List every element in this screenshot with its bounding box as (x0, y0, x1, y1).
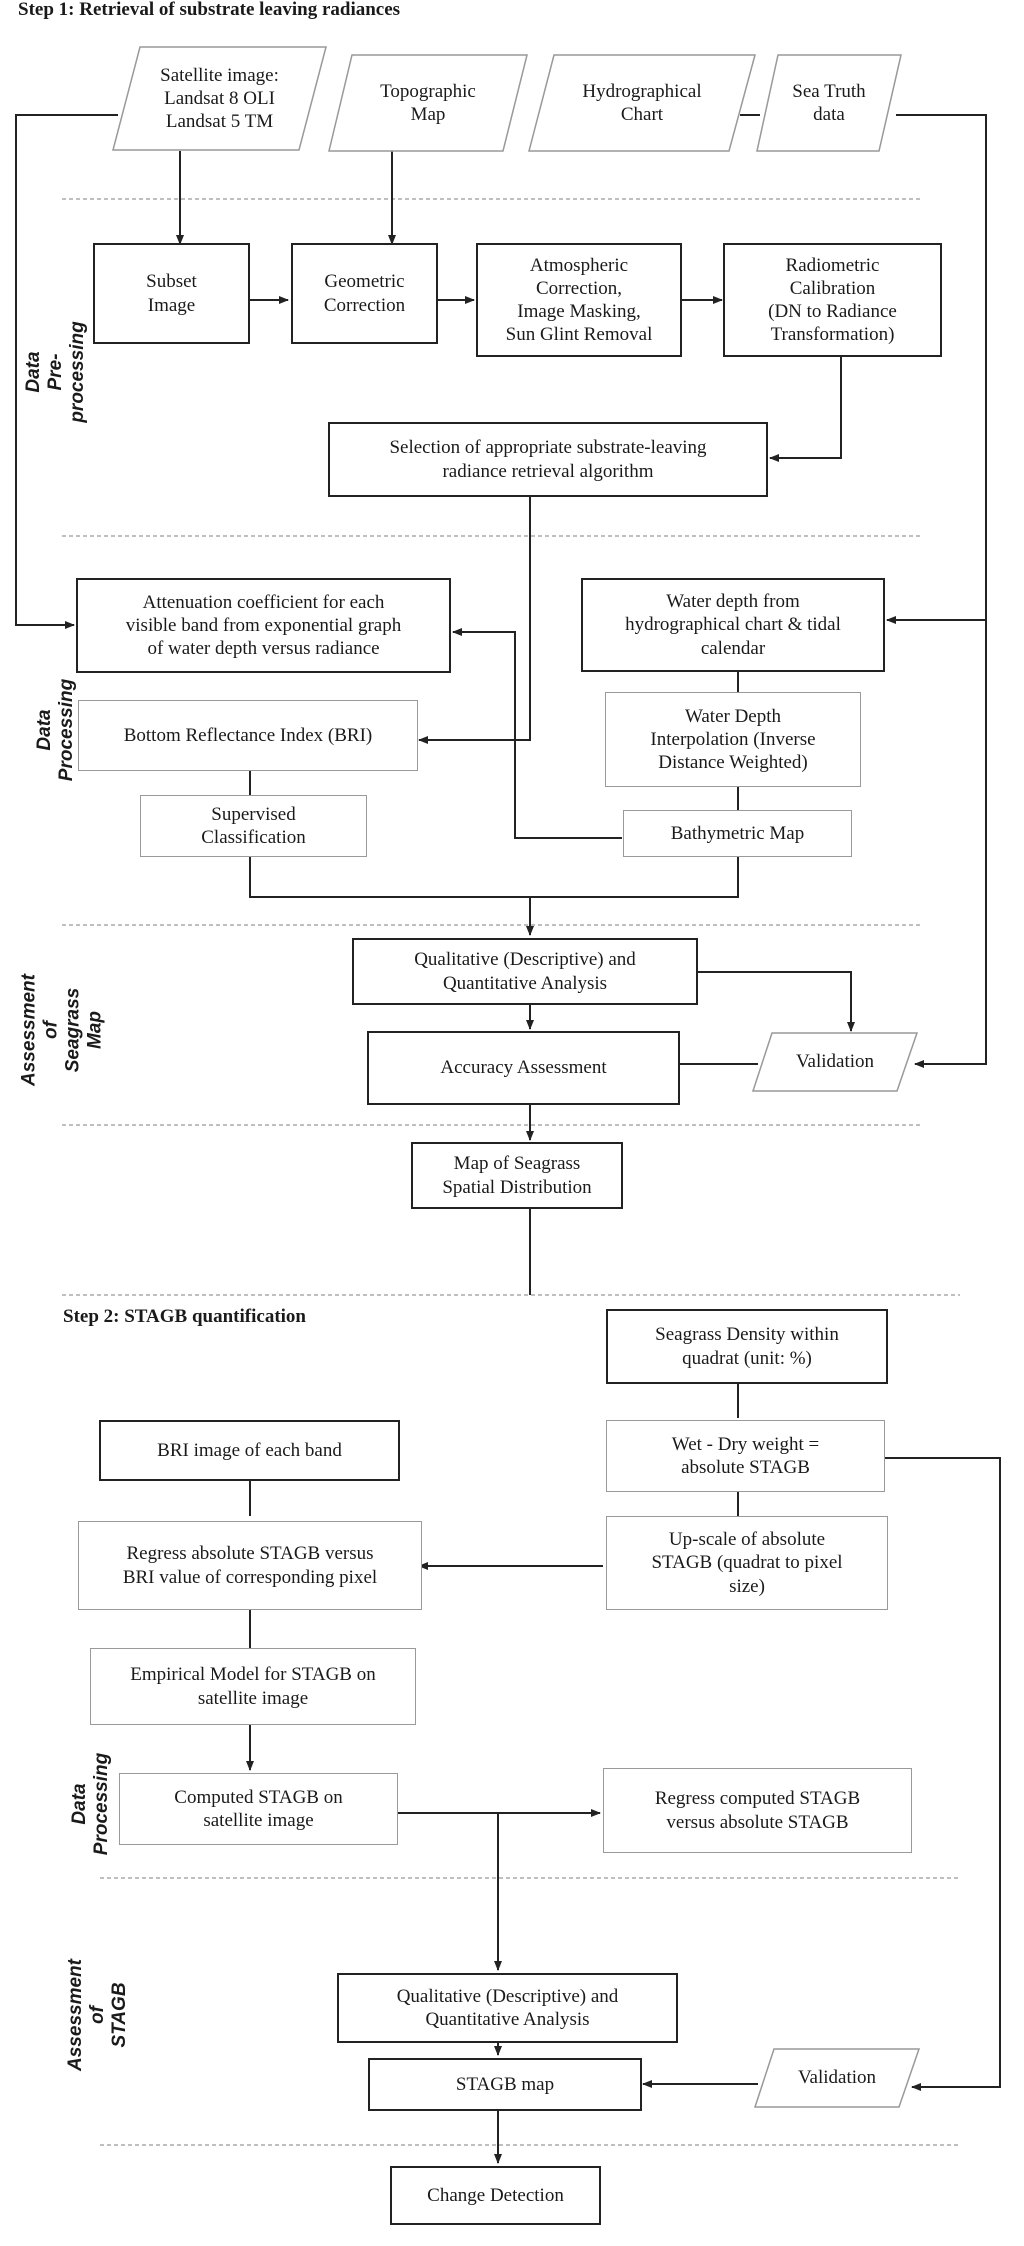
qualitative-analysis-box-2: Qualitative (Descriptive) and Quantitati… (337, 1973, 678, 2043)
stagb-map-box: STAGB map (368, 2058, 642, 2111)
step2-title: Step 2: STAGB quantification (63, 1306, 306, 1327)
input-satellite-image: Satellite image: Landsat 8 OLI Landsat 5… (112, 46, 327, 151)
accuracy-assessment-box: Accuracy Assessment (367, 1031, 680, 1105)
step1-title: Step 1: Retrieval of substrate leaving r… (18, 0, 401, 20)
attenuation-coefficient-box: Attenuation coefficient for each visible… (76, 578, 451, 673)
bri-box: Bottom Reflectance Index (BRI) (78, 700, 418, 771)
atmospheric-correction-box: Atmospheric Correction, Image Masking, S… (476, 243, 682, 357)
geometric-correction-box: Geometric Correction (291, 243, 438, 344)
arrow-satellite-attenuation (15, 114, 118, 629)
water-depth-interpolation-box: Water Depth Interpolation (Inverse Dista… (605, 692, 861, 787)
empirical-model-box: Empirical Model for STAGB on satellite i… (90, 1648, 416, 1725)
upscale-box: Up-scale of absolute STAGB (quadrat to p… (606, 1516, 888, 1610)
line-merge (249, 857, 739, 898)
water-depth-box: Water depth from hydrographical chart & … (581, 578, 885, 672)
qualitative-analysis-box: Qualitative (Descriptive) and Quantitati… (352, 938, 698, 1005)
subset-image-box: Subset Image (93, 243, 250, 344)
arrow-selection-bri (418, 497, 531, 744)
input-hydrographical-chart: Hydrographical Chart (528, 54, 756, 152)
arrow-wetdry-validation (885, 1457, 1001, 2091)
supervised-classification-box: Supervised Classification (140, 795, 367, 857)
bri-image-box: BRI image of each band (99, 1420, 400, 1481)
arrow-radiometric-selection (769, 357, 842, 462)
section-dividers (62, 198, 960, 2146)
input-sea-truth-data: Sea Truth data (756, 54, 902, 152)
change-detection-box: Change Detection (390, 2166, 601, 2225)
validation-parallelogram: Validation (752, 1032, 918, 1092)
arrow-bathy-attenuation (452, 628, 622, 839)
computed-stagb-box: Computed STAGB on satellite image (119, 1773, 398, 1845)
seagrass-distribution-map-box: Map of Seagrass Spatial Distribution (411, 1142, 623, 1209)
bathymetric-map-box: Bathymetric Map (623, 810, 852, 857)
seagrass-density-box: Seagrass Density within quadrat (unit: %… (606, 1309, 888, 1384)
regress-absolute-box: Regress absolute STAGB versus BRI value … (78, 1521, 422, 1610)
selection-algorithm-box: Selection of appropriate substrate-leavi… (328, 422, 768, 497)
regress-computed-box: Regress computed STAGB versus absolute S… (603, 1768, 912, 1853)
radiometric-calibration-box: Radiometric Calibration (DN to Radiance … (723, 243, 942, 357)
wet-dry-weight-box: Wet - Dry weight = absolute STAGB (606, 1420, 885, 1492)
arrow-seatruth-validation (896, 114, 987, 1068)
input-topographic-map: Topographic Map (328, 54, 528, 152)
validation-parallelogram-2: Validation (754, 2048, 920, 2108)
arrow-qualitative-validation (698, 971, 855, 1032)
